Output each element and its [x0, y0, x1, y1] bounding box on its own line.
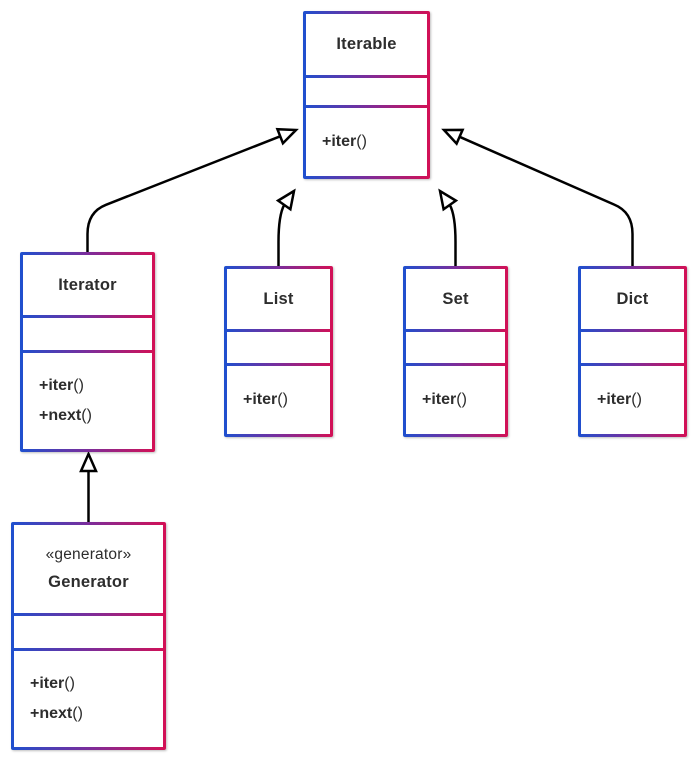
class-name-label: Iterable — [336, 35, 397, 53]
inheritance-arrow-list-to-iterable — [275, 188, 296, 268]
class-title: Set — [406, 269, 505, 329]
method-label: +next() — [39, 407, 92, 424]
class-iterator: Iterator +iter() +next() — [20, 252, 155, 452]
class-title: Iterable — [306, 14, 427, 75]
class-generator: «generator» Generator +iter() +next() — [11, 522, 166, 750]
methods-compartment: +iter() — [581, 366, 684, 434]
method-label: +iter() — [597, 391, 642, 408]
methods-compartment: +iter() — [306, 108, 427, 176]
methods-compartment: +iter() — [227, 366, 330, 434]
methods-compartment: +iter() — [406, 366, 505, 434]
stereotype-label: «generator» — [45, 546, 132, 563]
hollow-triangle-arrowhead — [441, 128, 465, 146]
class-title: Iterator — [23, 255, 152, 315]
method-label: +iter() — [322, 133, 367, 150]
methods-compartment: +iter() +next() — [23, 353, 152, 449]
class-name-label: Generator — [48, 573, 129, 591]
inheritance-arrow-set-to-iterable — [438, 188, 459, 268]
class-title: «generator» Generator — [14, 525, 163, 613]
methods-compartment: +iter() +next() — [14, 651, 163, 747]
method-label: +iter() — [39, 377, 84, 394]
method-label: +next() — [30, 705, 83, 722]
inheritance-arrow-dict-to-iterable — [441, 128, 634, 268]
class-name-label: Dict — [616, 289, 649, 308]
hollow-triangle-arrowhead — [275, 127, 299, 146]
inheritance-arrow-generator-to-iterator — [79, 450, 98, 524]
hollow-triangle-arrowhead — [275, 188, 296, 212]
method-label: +iter() — [243, 391, 288, 408]
class-name-label: Iterator — [58, 275, 117, 294]
class-iterable: Iterable +iter() — [303, 11, 430, 179]
attributes-compartment — [306, 78, 427, 105]
method-label: +iter() — [422, 391, 467, 408]
class-dict: Dict +iter() — [578, 266, 687, 437]
class-name-label: Set — [442, 289, 469, 308]
hollow-triangle-arrowhead — [438, 188, 459, 212]
method-label: +iter() — [30, 675, 75, 692]
hollow-triangle-arrowhead — [79, 450, 98, 473]
class-list: List +iter() — [224, 266, 333, 437]
attributes-compartment — [14, 616, 163, 648]
inheritance-arrow-iterator-to-iterable — [86, 127, 299, 254]
attributes-compartment — [406, 332, 505, 363]
attributes-compartment — [227, 332, 330, 363]
class-title: Dict — [581, 269, 684, 329]
class-name-label: List — [263, 289, 294, 308]
class-title: List — [227, 269, 330, 329]
attributes-compartment — [581, 332, 684, 363]
attributes-compartment — [23, 318, 152, 350]
class-set: Set +iter() — [403, 266, 508, 437]
